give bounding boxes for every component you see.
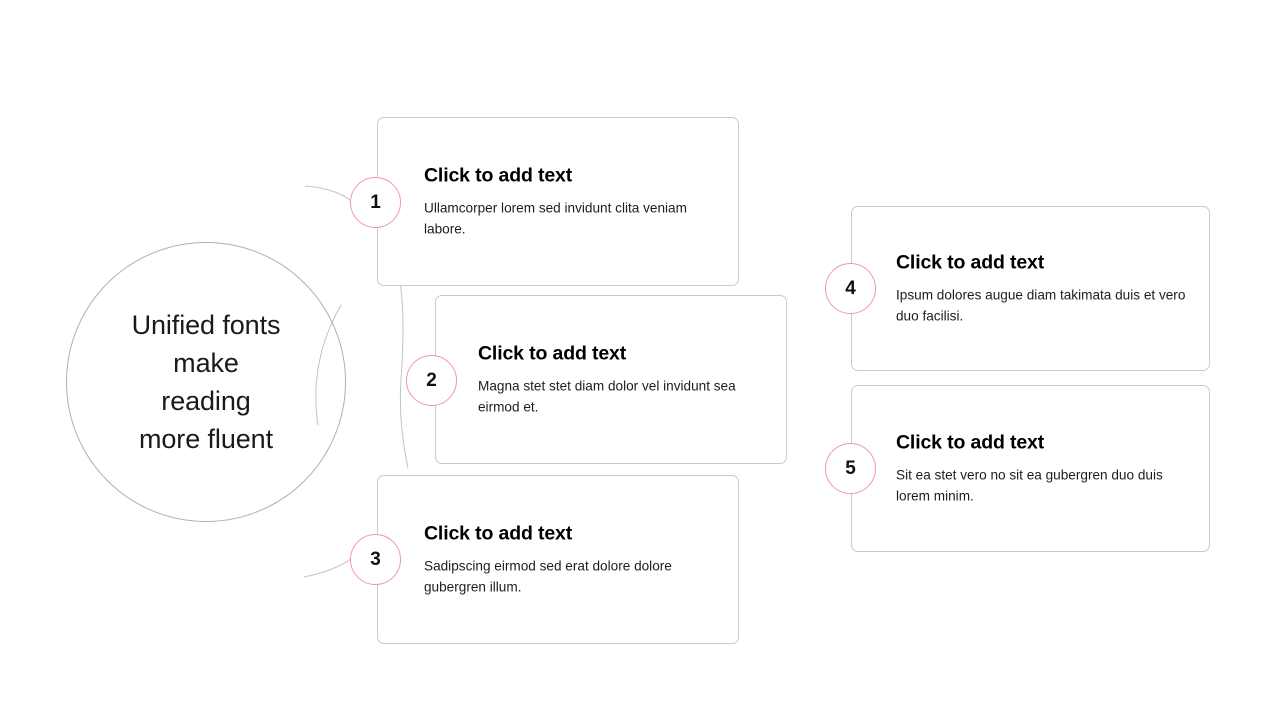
step-badge-4-number: 4 (845, 278, 856, 299)
step-badge-1[interactable]: 1 (350, 177, 401, 228)
hub-circle: Unified fonts make reading more fluent (66, 242, 346, 522)
card-5-description[interactable]: Sit ea stet vero no sit ea gubergren duo… (896, 467, 1163, 503)
connector-to-badge-1 (304, 185, 353, 203)
content-card-3[interactable]: Click to add text Sadipscing eirmod sed … (377, 475, 739, 644)
card-2-description[interactable]: Magna stet stet diam dolor vel invidunt … (478, 378, 736, 414)
card-2-title[interactable]: Click to add text (478, 342, 627, 364)
step-badge-5-number: 5 (845, 458, 856, 479)
card-4-body: Click to add text Ipsum dolores augue di… (896, 251, 1191, 326)
step-badge-4[interactable]: 4 (825, 263, 876, 314)
hub-label: Unified fonts make reading more fluent (131, 310, 281, 454)
card-1-body: Click to add text Ullamcorper lorem sed … (424, 164, 720, 239)
card-2-body: Click to add text Magna stet stet diam d… (478, 342, 768, 417)
step-badge-2-number: 2 (426, 370, 437, 391)
card-5-body: Click to add text Sit ea stet vero no si… (896, 431, 1191, 506)
content-card-5[interactable]: Click to add text Sit ea stet vero no si… (851, 385, 1210, 552)
card-1-description[interactable]: Ullamcorper lorem sed invidunt clita ven… (424, 200, 687, 236)
step-badge-3-number: 3 (370, 549, 381, 570)
card-1-title[interactable]: Click to add text (424, 164, 573, 186)
step-badge-2[interactable]: 2 (406, 355, 457, 406)
content-card-2[interactable]: Click to add text Magna stet stet diam d… (435, 295, 787, 464)
card-3-body: Click to add text Sadipscing eirmod sed … (424, 522, 720, 597)
step-badge-1-number: 1 (370, 192, 381, 213)
card-3-title[interactable]: Click to add text (424, 522, 573, 544)
content-card-1[interactable]: Click to add text Ullamcorper lorem sed … (377, 117, 739, 286)
card-5-title[interactable]: Click to add text (896, 431, 1045, 453)
step-badge-3[interactable]: 3 (350, 534, 401, 585)
content-card-4[interactable]: Click to add text Ipsum dolores augue di… (851, 206, 1210, 371)
step-badge-5[interactable]: 5 (825, 443, 876, 494)
card-4-title[interactable]: Click to add text (896, 251, 1045, 273)
card-3-description[interactable]: Sadipscing eirmod sed erat dolore dolore… (424, 558, 672, 594)
card-4-description[interactable]: Ipsum dolores augue diam takimata duis e… (896, 287, 1186, 323)
